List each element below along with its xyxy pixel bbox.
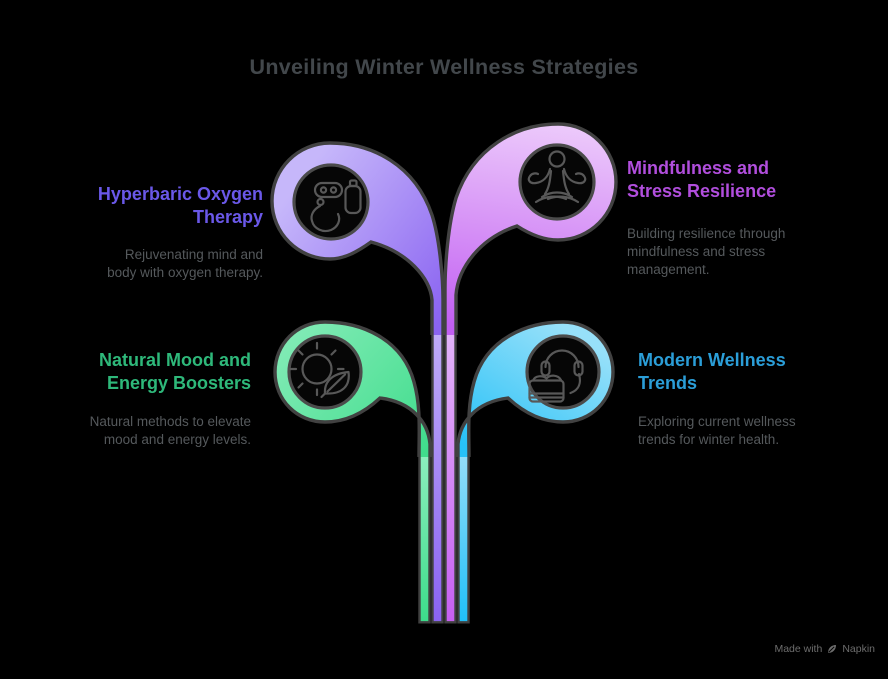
- icon-circle-hyperbaric: [292, 163, 370, 241]
- made-with-label: Made with: [774, 643, 823, 655]
- icon-circle-natural: [287, 334, 363, 410]
- section-title-line: Energy Boosters: [106, 373, 251, 393]
- sun-with-leaf-icon: [289, 341, 350, 399]
- branch-natural: [273, 320, 432, 458]
- section-title-line: Hyperbaric Oxygen: [97, 184, 263, 204]
- stem-cyan: [458, 457, 469, 623]
- icon-circle-modern: [525, 334, 601, 410]
- section-hyperbaric-title: Hyperbaric Oxygen Therapy: [33, 183, 263, 229]
- oxygen-mask-and-tank-icon: [310, 179, 362, 233]
- napkin-badge[interactable]: Made with Napkin: [774, 643, 875, 655]
- section-natural-body: Natural methods to elevate mood and ener…: [21, 413, 251, 449]
- section-body-line: mindfulness and stress: [627, 244, 766, 259]
- section-modern-body: Exploring current wellness trends for wi…: [638, 413, 878, 449]
- section-title-line: Modern Wellness: [638, 350, 786, 370]
- section-body-line: body with oxygen therapy.: [107, 265, 263, 280]
- stem-green: [419, 457, 430, 623]
- section-body-line: management.: [627, 262, 710, 277]
- section-natural-title: Natural Mood and Energy Boosters: [21, 349, 251, 395]
- headphones-with-device-icon: [528, 349, 584, 403]
- section-body-line: trends for winter health.: [638, 432, 780, 447]
- branch-modern: [456, 320, 615, 458]
- stem-orchid: [445, 335, 456, 623]
- section-body-line: Exploring current wellness: [638, 414, 796, 429]
- stem-violet: [432, 335, 443, 623]
- page-title: Unveiling Winter Wellness Strategies: [249, 55, 639, 79]
- section-hyperbaric-body: Rejuvenating mind and body with oxygen t…: [33, 246, 263, 282]
- napkin-logo-icon: [828, 645, 837, 653]
- section-title-line: Mindfulness and: [627, 158, 770, 178]
- section-body-line: Rejuvenating mind and: [124, 247, 263, 262]
- brand-label: Napkin: [842, 643, 875, 655]
- section-modern-title: Modern Wellness Trends: [638, 349, 878, 395]
- section-mindfulness-title: Mindfulness and Stress Resilience: [627, 157, 867, 203]
- section-title-line: Stress Resilience: [627, 181, 777, 201]
- branch-mindfulness: [443, 122, 618, 335]
- section-body-line: Natural methods to elevate: [89, 414, 251, 429]
- branch-hyperbaric: [270, 141, 445, 335]
- stems: [418, 335, 470, 624]
- section-title-line: Therapy: [192, 207, 263, 227]
- section-body-line: Building resilience through: [627, 226, 786, 241]
- section-body-line: mood and energy levels.: [103, 432, 251, 447]
- section-title-line: Trends: [638, 373, 698, 393]
- section-mindfulness-body: Building resilience through mindfulness …: [627, 225, 867, 279]
- meditating-person-icon: [527, 150, 587, 204]
- section-title-line: Natural Mood and: [99, 350, 251, 370]
